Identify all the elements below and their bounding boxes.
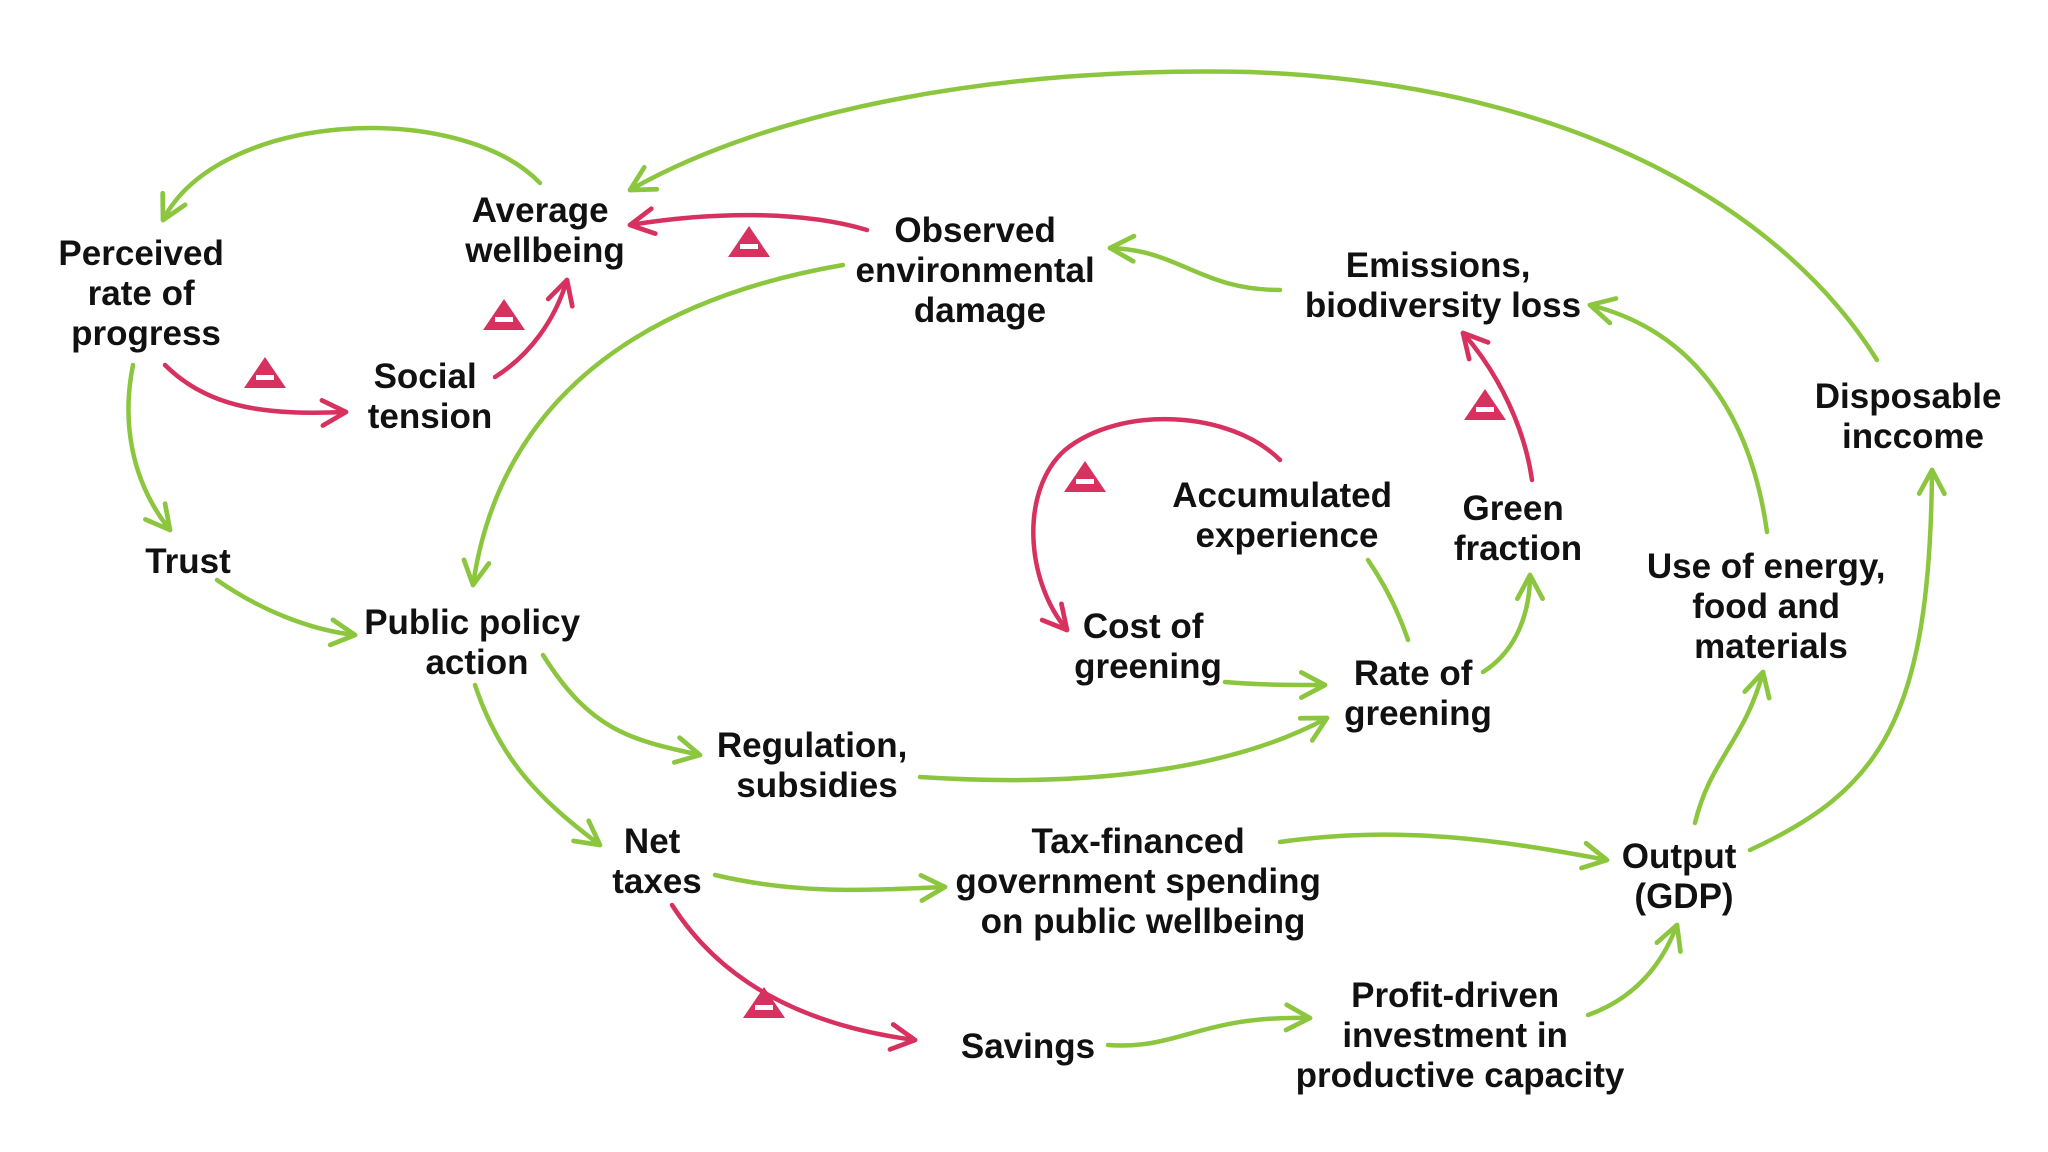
link-social-tension-to-average-wellbeing (492, 277, 575, 380)
node-line: Rate of (1354, 654, 1473, 693)
node-emissions-biodiversity-loss: Emissions, biodiversity loss (1305, 246, 1581, 325)
link-output-to-use-of-energy (1692, 669, 1772, 826)
node-line: government spending (955, 862, 1321, 901)
node-net-taxes: Net taxes (612, 822, 702, 901)
link-trust-to-public-policy (214, 577, 358, 648)
link-net-taxes-to-savings (669, 902, 918, 1052)
node-rate-of-greening: Rate of greening (1344, 654, 1492, 733)
node-line: fraction (1454, 529, 1582, 568)
node-line: environmental (856, 251, 1095, 290)
link-use-of-energy-to-emissions (1587, 296, 1770, 535)
node-labels: Perceived rate of progress Average wellb… (58, 191, 2011, 1095)
node-line: Average (472, 191, 609, 230)
node-line: rate of (88, 274, 195, 313)
link-regulation-to-rate-of-greening (917, 715, 1330, 783)
node-line: food and (1692, 587, 1840, 626)
node-line: productive capacity (1296, 1056, 1625, 1095)
node-regulation-subsidies: Regulation, subsidies (717, 726, 917, 805)
link-average-wellbeing-to-perceived-progress (160, 125, 543, 223)
link-public-policy-to-regulation (540, 652, 703, 765)
node-perceived-rate-of-progress: Perceived rate of progress (58, 234, 233, 353)
node-observed-environmental-damage: Observed environmental damage (856, 211, 1105, 330)
node-line: Social (374, 357, 477, 396)
link-perceived-progress-to-trust (126, 362, 173, 533)
node-use-of-energy-food-materials: Use of energy, food and materials (1647, 547, 1895, 666)
node-line: Observed (894, 211, 1055, 250)
node-line: Savings (961, 1027, 1095, 1066)
minus-triangle-icon (1464, 389, 1506, 420)
node-line: (GDP) (1634, 877, 1733, 916)
minus-triangle-icon (743, 987, 785, 1018)
node-line: damage (914, 291, 1046, 330)
link-green-fraction-to-emissions (1460, 330, 1535, 483)
node-line: Output (1622, 837, 1737, 876)
node-line: tension (368, 397, 492, 436)
link-rate-of-greening-to-accumulated-experience (1365, 557, 1411, 643)
link-rate-of-greening-to-green-fraction (1480, 572, 1545, 675)
node-line: wellbeing (464, 231, 624, 270)
node-average-wellbeing: Average wellbeing (464, 191, 624, 270)
node-line: Disposable (1815, 377, 2002, 416)
link-tax-spending-to-output (1277, 832, 1610, 871)
node-public-policy-action: Public policy action (364, 603, 590, 682)
node-line: Use of energy, (1647, 547, 1886, 586)
link-output-to-disposable-income (1747, 467, 1947, 853)
node-line: action (425, 643, 528, 682)
node-trust: Trust (145, 542, 231, 581)
node-line: materials (1694, 627, 1848, 666)
node-disposable-income: Disposable inccome (1815, 377, 2011, 456)
link-public-policy-to-net-taxes (472, 682, 603, 848)
node-line: greening (1344, 694, 1492, 733)
node-line: Emissions, (1346, 246, 1531, 285)
link-environmental-damage-to-public-policy (461, 262, 846, 588)
node-line: Tax-financed (1031, 822, 1244, 861)
node-line: investment in (1342, 1016, 1568, 1055)
node-savings: Savings (961, 1027, 1095, 1066)
node-line: greening (1074, 647, 1222, 686)
link-environmental-damage-to-average-wellbeing (627, 206, 870, 237)
node-line: Net (624, 822, 681, 861)
node-line: Public policy (364, 603, 580, 642)
node-line: Cost of (1083, 607, 1204, 646)
node-line: Profit-driven (1351, 976, 1559, 1015)
node-line: subsidies (736, 766, 897, 805)
link-emissions-to-environmental-damage (1107, 233, 1283, 293)
node-profit-driven-investment: Profit-driven investment in productive c… (1296, 976, 1625, 1095)
node-line: Green (1463, 489, 1564, 528)
node-cost-of-greening: Cost of greening (1074, 607, 1222, 686)
node-line: experience (1196, 516, 1379, 555)
node-social-tension: Social tension (368, 357, 492, 436)
minus-triangle-icon (728, 226, 770, 257)
node-accumulated-experience: Accumulated experience (1172, 476, 1402, 555)
link-profit-investment-to-output (1585, 922, 1683, 1018)
link-accumulated-experience-to-cost-of-greening (1031, 416, 1283, 633)
node-line: Perceived (58, 234, 223, 273)
minus-triangle-icon (244, 357, 286, 388)
link-cost-of-greening-to-rate-of-greening (1222, 670, 1328, 700)
node-line: progress (71, 314, 221, 353)
node-line: Trust (145, 542, 231, 581)
node-line: Regulation, (717, 726, 908, 765)
negative-markers (244, 226, 1506, 1018)
link-savings-to-profit-investment (1105, 1002, 1313, 1048)
node-green-fraction: Green fraction (1454, 489, 1582, 568)
node-line: inccome (1842, 417, 1984, 456)
node-output-gdp: Output (GDP) (1622, 837, 1746, 916)
link-net-taxes-to-tax-spending (712, 872, 948, 903)
node-line: Accumulated (1172, 476, 1392, 515)
link-perceived-progress-to-social-tension (162, 362, 349, 428)
minus-triangle-icon (1064, 461, 1106, 492)
node-line: on public wellbeing (981, 902, 1306, 941)
node-line: taxes (612, 862, 702, 901)
minus-triangle-icon (483, 299, 525, 330)
link-disposable-income-to-average-wellbeing (627, 69, 1880, 363)
node-tax-financed-government-spending: Tax-financed government spending on publ… (955, 822, 1330, 941)
node-line: biodiversity loss (1305, 286, 1581, 325)
